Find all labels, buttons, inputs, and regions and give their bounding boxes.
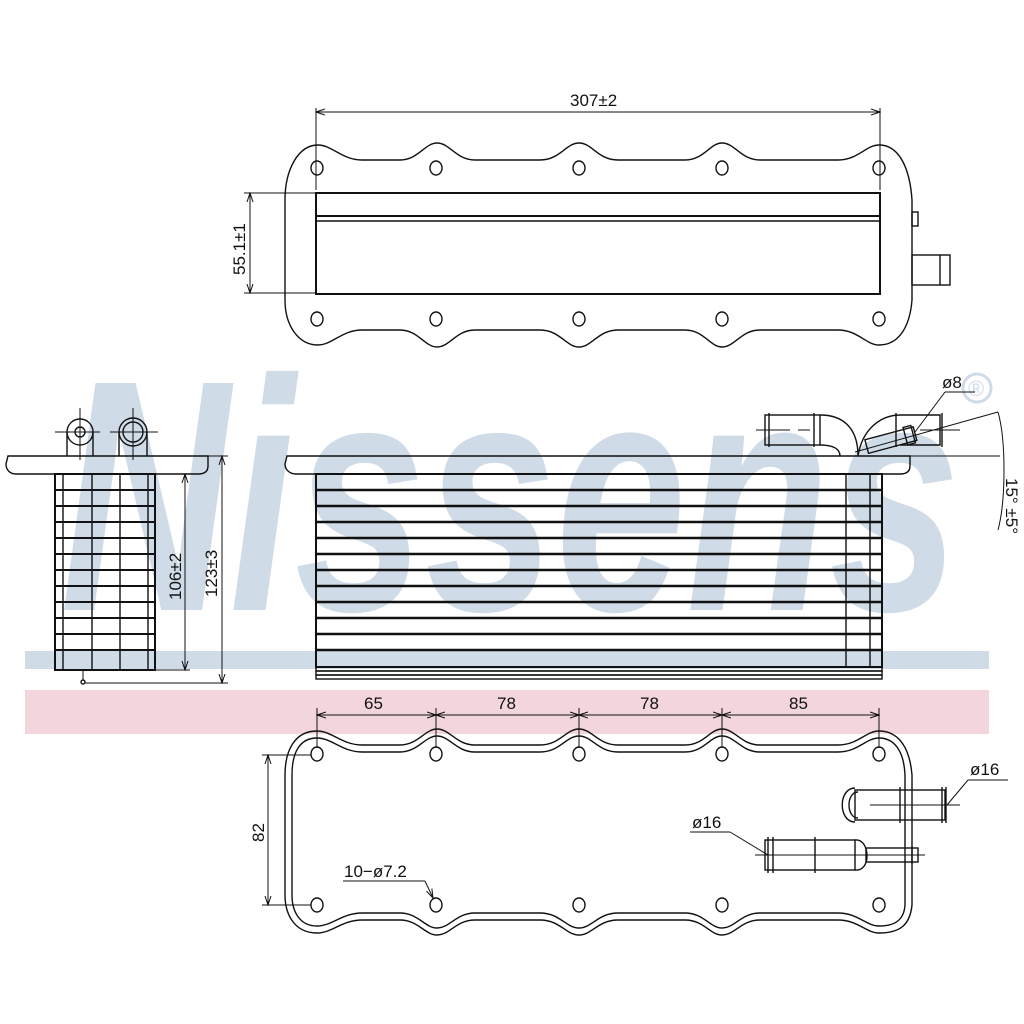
top-view-core <box>315 192 881 295</box>
height-dimension: 55.1±1 <box>230 223 249 275</box>
bottom-view-bolt-holes <box>310 746 886 913</box>
registered-mark-circle <box>961 372 993 404</box>
side-view-flange <box>5 455 209 475</box>
total-height-dimension: 123±3 <box>202 550 221 597</box>
top-view-bolt-holes <box>310 160 886 327</box>
length-dimension: 307±2 <box>570 91 617 110</box>
inlet-diameter-dimension: ø16 <box>692 813 721 832</box>
top-view <box>244 108 951 348</box>
spacing-dimension-2: 78 <box>497 694 516 713</box>
angle-dimension: 15° ±5° <box>1002 478 1021 534</box>
watermark-blue-band <box>25 651 989 669</box>
watermark-brand-text: Nissens <box>60 311 960 680</box>
front-view-angled-pipe <box>864 425 918 455</box>
registered-mark: ® <box>968 376 984 401</box>
pipe-diameter-dimension: ø8 <box>942 373 962 392</box>
spacing-dimension-3: 78 <box>640 694 659 713</box>
spacing-dimension-4: 85 <box>789 694 808 713</box>
outlet-diameter-dimension: ø16 <box>970 760 999 779</box>
top-view-nipple <box>911 211 919 227</box>
spacing-dimension-1: 65 <box>364 694 383 713</box>
bottom-view-outer-outline <box>284 728 913 936</box>
front-view-flange <box>284 455 911 475</box>
bottom-view-inner-outline <box>291 735 906 929</box>
core-height-dimension: 106±2 <box>166 553 185 600</box>
holes-dimension: 10−ø7.2 <box>344 862 407 881</box>
side-view <box>5 408 228 685</box>
width-dimension: 82 <box>249 823 268 842</box>
top-view-pipe-stub <box>911 254 951 286</box>
top-view-flange-outline <box>284 142 913 348</box>
front-view <box>284 391 1005 680</box>
bottom-view <box>262 708 1008 936</box>
side-view-core <box>54 473 156 671</box>
